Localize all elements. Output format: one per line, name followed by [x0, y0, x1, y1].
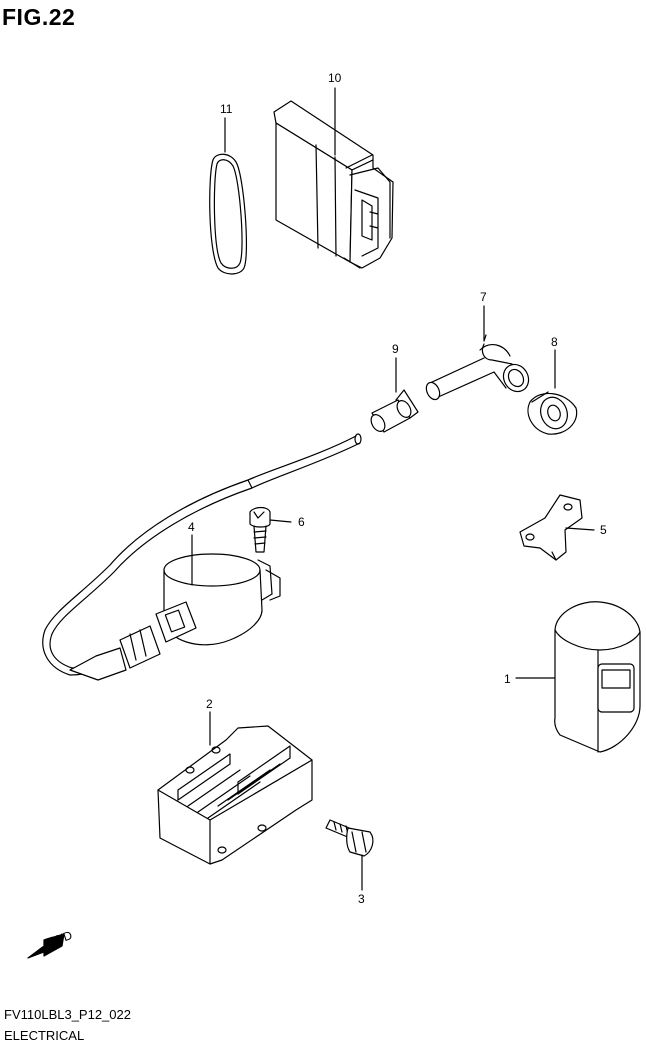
part-6-bolt: [249, 506, 271, 553]
callout-1: 1: [504, 672, 511, 686]
part-10-cdi-unit: [273, 100, 394, 269]
part-4-ignition-coil: [42, 433, 362, 681]
callout-3: 3: [358, 892, 365, 906]
part-5-bracket: [519, 494, 583, 561]
callout-4: 4: [188, 520, 195, 534]
callout-10: 10: [328, 71, 342, 85]
callout-11: 11: [220, 102, 233, 116]
part-1-cover: [554, 601, 641, 753]
leader-6: [269, 519, 292, 523]
callout-8: 8: [551, 335, 558, 349]
figure-code: FV110LBL3_P12_022: [4, 1007, 131, 1022]
callout-7: 7: [480, 290, 487, 304]
leader-5: [565, 527, 595, 531]
part-11-seal-ring: [209, 153, 248, 275]
fwd-arrow-icon: [27, 933, 65, 959]
callout-2: 2: [206, 697, 213, 711]
part-7-plug-cap: [425, 334, 530, 401]
figure-name: ELECTRICAL: [4, 1028, 85, 1043]
part-2-regulator: [157, 725, 313, 865]
callout-9: 9: [392, 342, 399, 356]
part-3-bolt: [325, 819, 374, 857]
figure-title: FIG.22: [2, 4, 76, 30]
callout-6: 6: [298, 515, 305, 529]
part-9-cap: [370, 389, 419, 433]
callout-5: 5: [600, 523, 607, 537]
part-8-rubber-boot: [527, 391, 578, 435]
